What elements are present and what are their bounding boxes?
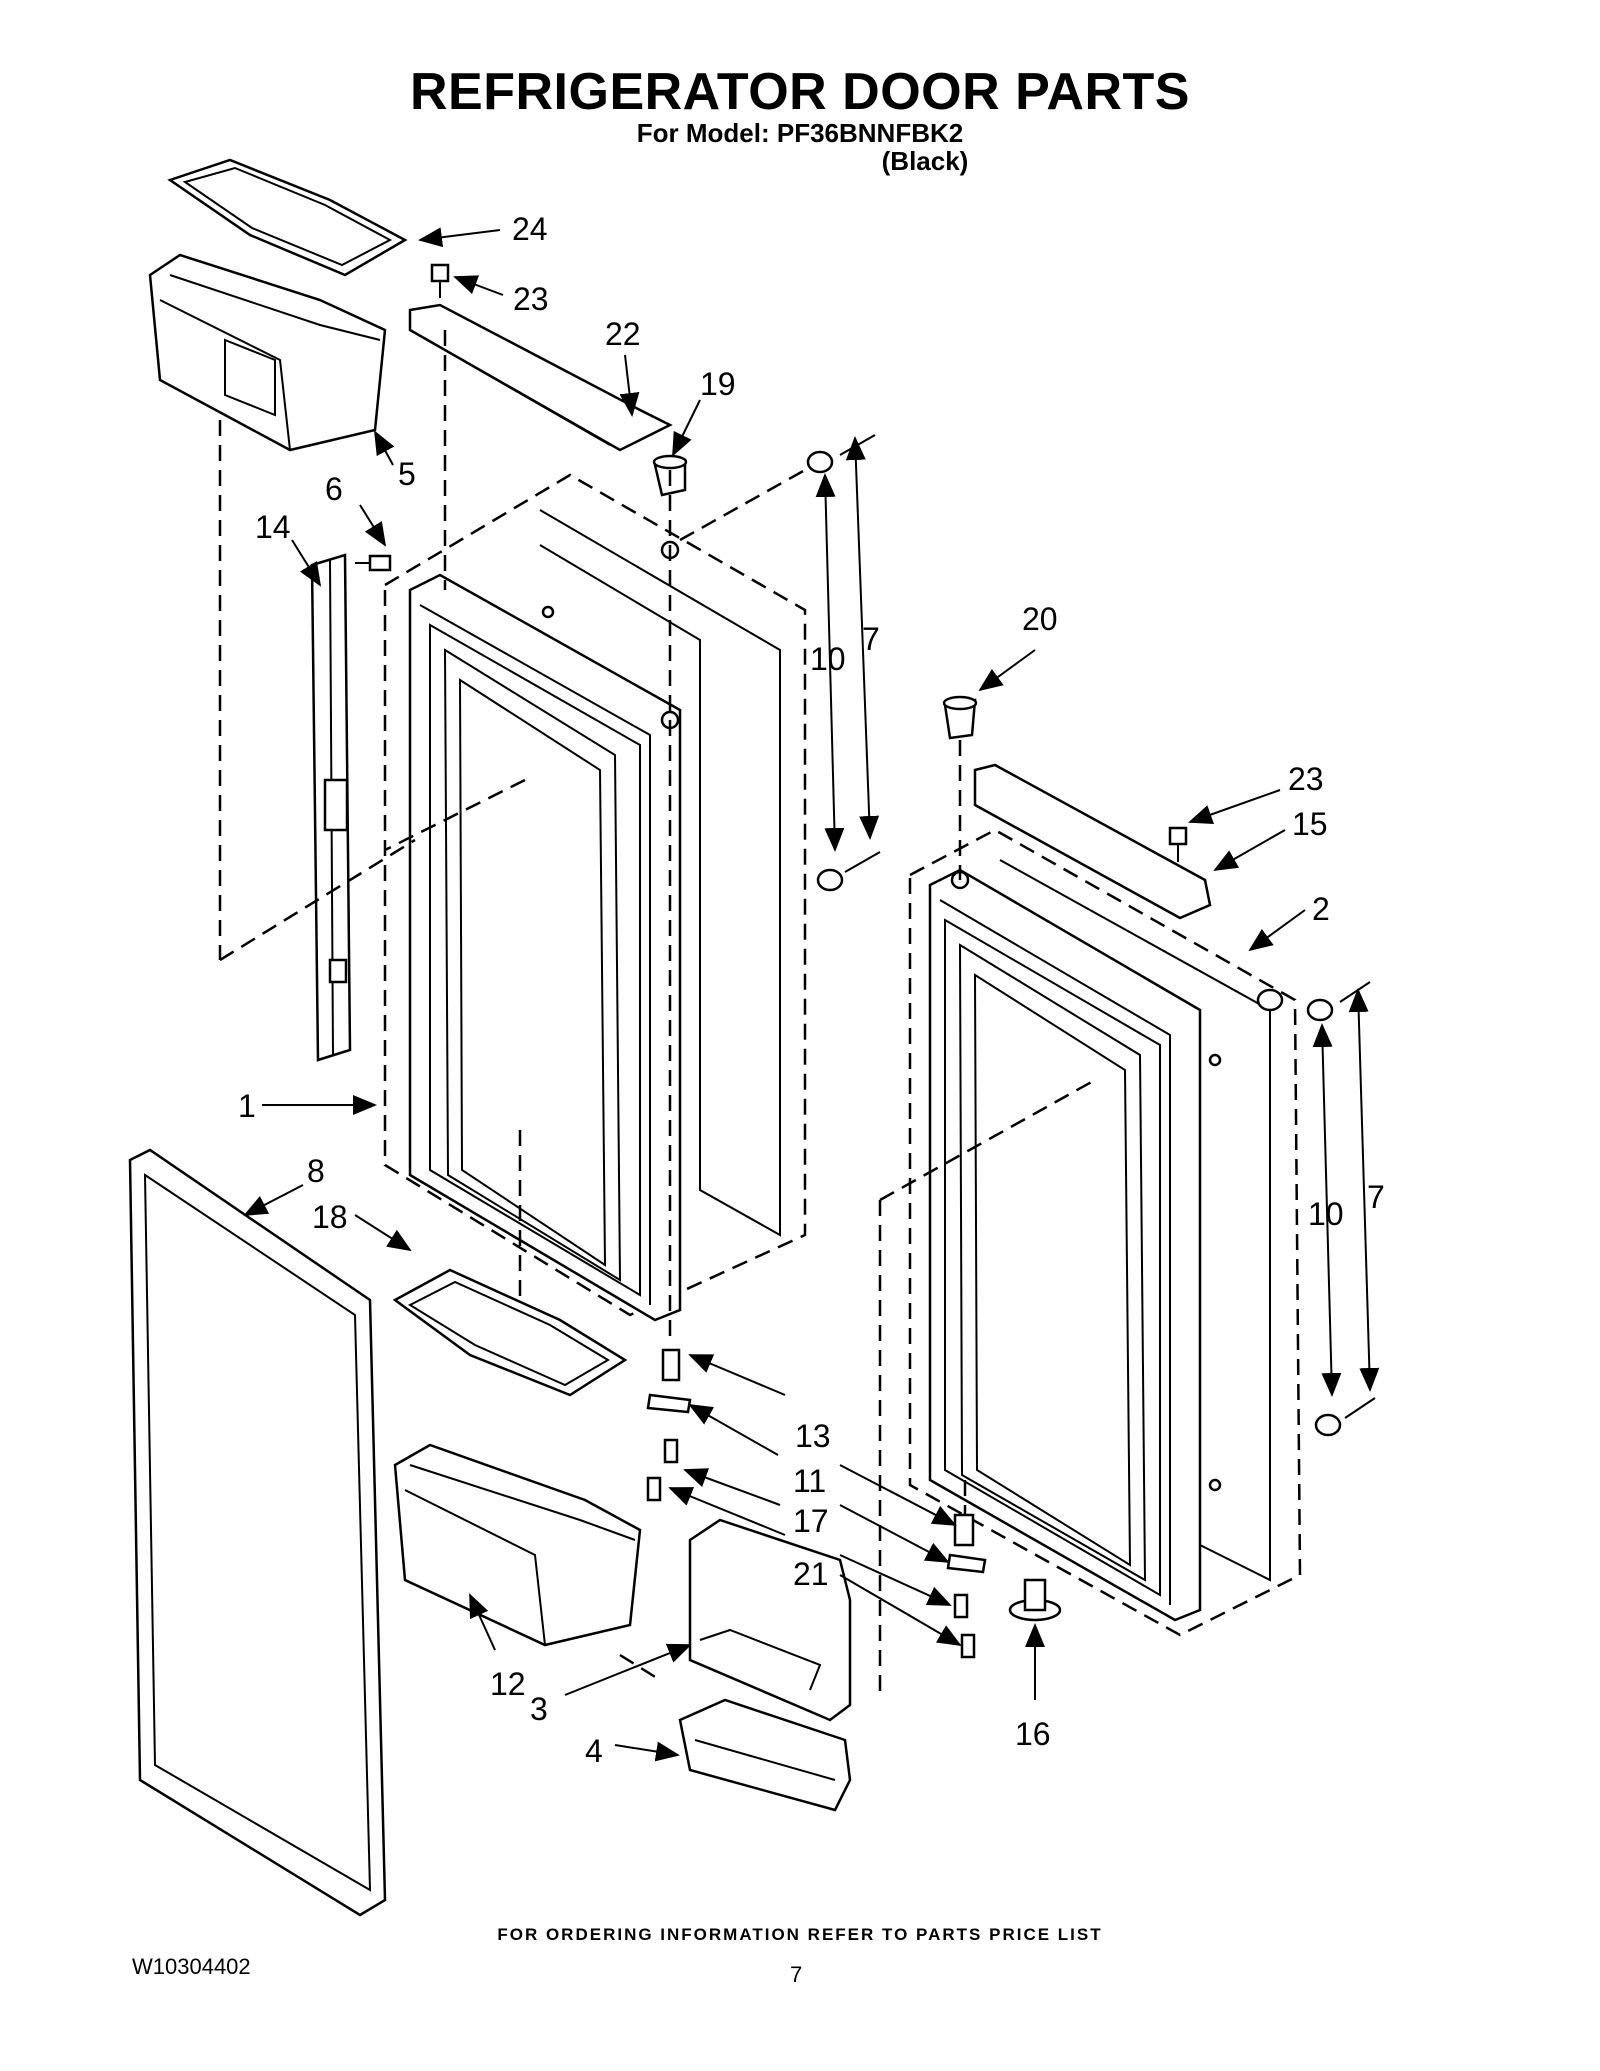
part-14-handle-rail — [310, 553, 352, 1062]
callout-5: 5 — [398, 456, 416, 492]
callout-1: 1 — [238, 1088, 256, 1124]
callout-24: 24 — [512, 211, 548, 247]
callout-17: 17 — [793, 1503, 829, 1539]
callout-4: 4 — [585, 1733, 603, 1769]
callout-22: 22 — [605, 316, 641, 352]
callout-11: 11 — [793, 1463, 826, 1499]
part-17-shim-left — [646, 1393, 692, 1414]
callout-10-top: 10 — [810, 641, 846, 677]
callout-10-right: 10 — [1308, 1196, 1344, 1232]
part-3-dispenser-cover — [688, 1518, 852, 1722]
callout-21: 21 — [793, 1556, 829, 1592]
callout-23-right: 23 — [1288, 761, 1324, 797]
part-18-shelf-cover-lower — [392, 1268, 628, 1397]
callout-13: 13 — [795, 1418, 831, 1454]
door-1-assembly-outline — [383, 473, 807, 1317]
callout-18: 18 — [312, 1199, 348, 1235]
callout-14: 14 — [255, 509, 291, 545]
part-8-door-gasket — [128, 1148, 387, 1917]
door-2-assembly-outline — [908, 828, 1302, 1637]
part-23-screw-right — [1168, 826, 1188, 862]
page-number: 7 — [790, 1962, 803, 1987]
part-5-door-bin-upper — [148, 253, 387, 452]
callout-labels: 24 23 22 19 5 6 14 10 7 20 23 15 2 1 8 1… — [238, 211, 1385, 1769]
callout-2: 2 — [1312, 891, 1330, 927]
part-24-shelf-cover — [167, 158, 408, 277]
part-10-bumper-right — [1256, 988, 1342, 1437]
part-2-refrigerator-door-right — [928, 868, 1222, 1622]
model-line: For Model: PF36BNNFBK2 — [636, 118, 964, 148]
callout-7-right: 7 — [1367, 1179, 1385, 1215]
part-13-bushing-left — [661, 1348, 681, 1382]
ordering-note: FOR ORDERING INFORMATION REFER TO PARTS … — [497, 1925, 1103, 1944]
part-23-screw-top — [430, 263, 450, 298]
document-number: W10304402 — [132, 1954, 251, 1979]
part-1-refrigerator-door-left — [408, 573, 682, 1322]
part-16-hinge-pin — [1008, 1578, 1062, 1622]
callout-8: 8 — [307, 1153, 325, 1189]
callout-20: 20 — [1022, 601, 1058, 637]
leader-lines — [243, 227, 1380, 1762]
callout-19: 19 — [700, 366, 736, 402]
callout-3: 3 — [530, 1691, 548, 1727]
door-1-liner — [539, 509, 781, 1237]
part-12-door-bin-lower — [393, 1443, 642, 1647]
callout-16: 16 — [1015, 1716, 1051, 1752]
part-10-bumper-top-left — [806, 450, 844, 892]
callout-7-top: 7 — [862, 621, 880, 657]
alignment-lines — [218, 330, 1096, 1700]
part-22-hinge-cover — [408, 303, 673, 452]
part-21-screw-left — [646, 1438, 679, 1502]
part-20-bushing — [942, 695, 978, 740]
color-line: (Black) — [881, 146, 969, 176]
part-11-bushing-right — [953, 1513, 975, 1547]
part-15-hinge-cover-right — [973, 763, 1212, 920]
part-21-screw-right — [953, 1593, 976, 1659]
callout-6: 6 — [325, 471, 343, 507]
callout-15: 15 — [1292, 806, 1328, 842]
callout-12: 12 — [490, 1666, 526, 1702]
part-17-shim-right — [946, 1553, 987, 1574]
callout-23-top: 23 — [513, 281, 549, 317]
page-title: REFRIGERATOR DOOR PARTS — [410, 63, 1190, 121]
part-6-screw — [355, 554, 392, 572]
part-4-dispenser-tray — [678, 1698, 852, 1812]
